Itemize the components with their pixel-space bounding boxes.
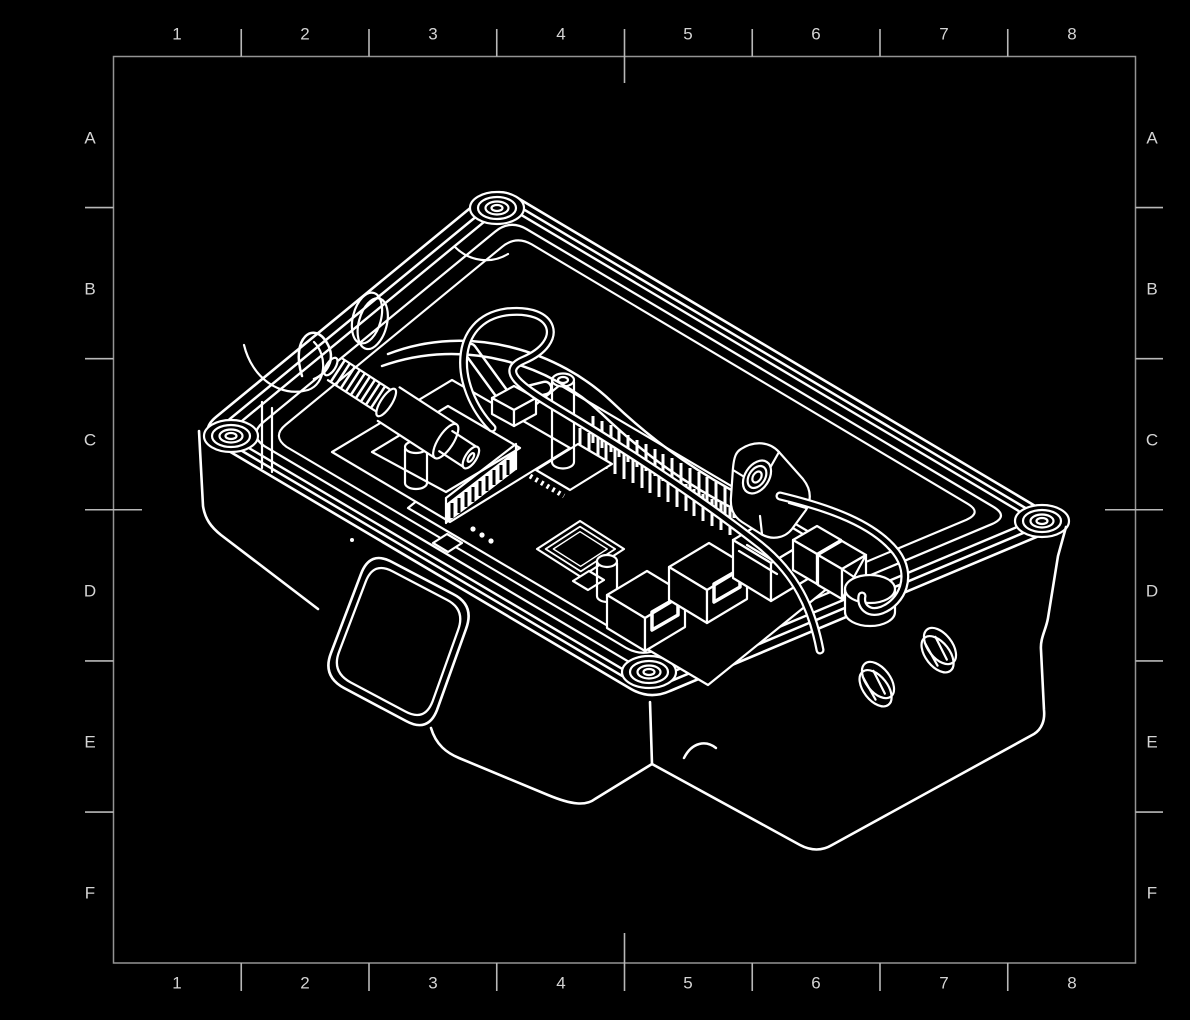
- zone-row-b-right: B: [1146, 279, 1158, 299]
- zone-col-3-top: 3: [428, 24, 438, 44]
- zone-row-a-left: A: [84, 128, 96, 148]
- zone-row-b-left: B: [84, 279, 96, 299]
- zone-col-3-bottom: 3: [428, 973, 438, 993]
- threaded-sensor-probe: [323, 356, 481, 470]
- zone-row-e-right: E: [1146, 732, 1158, 752]
- zone-col-1-bottom: 1: [172, 973, 182, 993]
- zone-col-4-top: 4: [556, 24, 566, 44]
- wire-loop-left: [297, 331, 333, 381]
- zone-col-6-bottom: 6: [811, 973, 821, 993]
- zone-row-f-left: F: [84, 883, 96, 903]
- flat-flex-connector: [444, 442, 518, 525]
- main-cable-loom: [459, 306, 910, 655]
- power-connector-block: [843, 573, 897, 628]
- zone-col-1-top: 1: [172, 24, 182, 44]
- zone-row-f-right: F: [1146, 883, 1158, 903]
- zone-col-8-bottom: 8: [1067, 973, 1077, 993]
- zone-row-a-right: A: [1146, 128, 1158, 148]
- side-wall-hole-2: [858, 660, 896, 708]
- zone-col-2-top: 2: [300, 24, 310, 44]
- cable-gland-nut: [729, 442, 811, 539]
- zone-col-8-top: 8: [1067, 24, 1077, 44]
- zone-row-c-left: C: [83, 430, 97, 450]
- side-wall-hole-1: [920, 626, 958, 674]
- zone-col-5-top: 5: [683, 24, 693, 44]
- zone-col-2-bottom: 2: [300, 973, 310, 993]
- zone-col-7-bottom: 7: [939, 973, 949, 993]
- signal-wires: [297, 331, 750, 760]
- corner-screw-boss-right: [1013, 503, 1071, 539]
- corner-screw-boss-left: [202, 418, 260, 454]
- display-window-bezel: [327, 556, 470, 727]
- near-corner-edge: [648, 700, 654, 766]
- lid-cable-hole: [350, 291, 389, 351]
- zone-col-4-bottom: 4: [556, 973, 566, 993]
- wire-hook-bottom: [682, 742, 718, 760]
- corner-screw-boss-near: [620, 654, 678, 690]
- zone-col-6-top: 6: [811, 24, 821, 44]
- enclosure-walls: [197, 429, 1068, 851]
- zone-row-d-left: D: [83, 581, 97, 601]
- sheet-frame: [85, 29, 1163, 991]
- status-leds: [350, 526, 494, 544]
- corner-screw-boss-top: [468, 190, 526, 226]
- zone-row-c-right: C: [1145, 430, 1159, 450]
- zone-col-7-top: 7: [939, 24, 949, 44]
- usb-port-1: [605, 569, 687, 653]
- zone-row-d-right: D: [1145, 581, 1159, 601]
- zone-col-5-bottom: 5: [683, 973, 693, 993]
- zone-ticks: [85, 29, 1163, 991]
- enclosure-illustration: [197, 190, 1071, 851]
- zone-row-e-left: E: [84, 732, 96, 752]
- small-ic-chip: [528, 442, 614, 499]
